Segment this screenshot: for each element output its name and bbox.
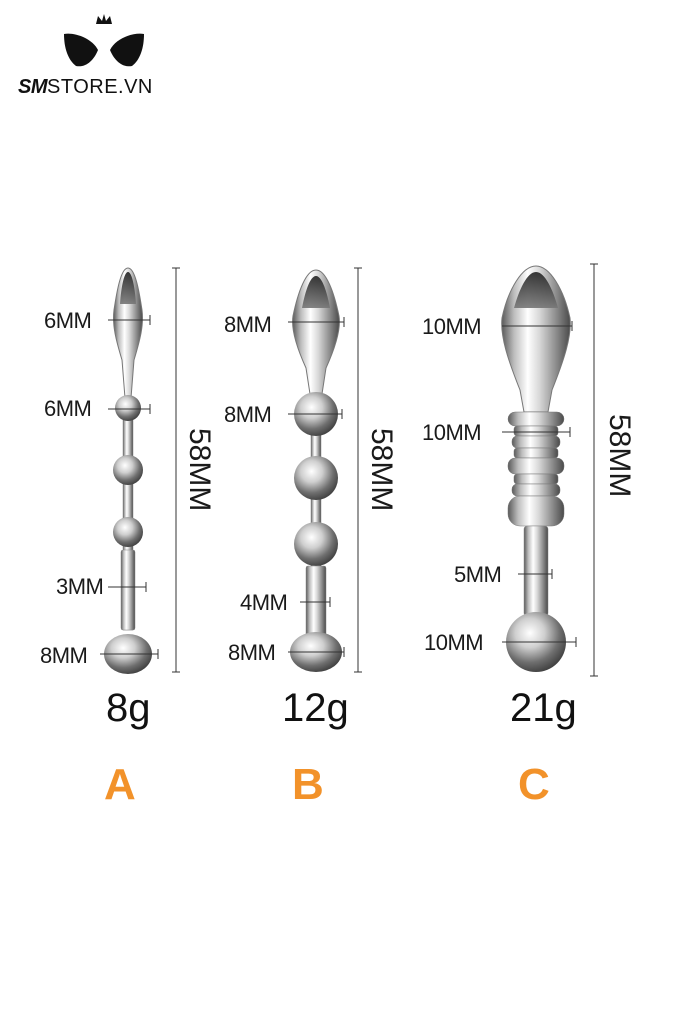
product-c-dim-3: 5MM [454,562,502,587]
product-c-dim-2: 10MM [422,420,482,445]
brand-name: SMSTORE.VN [18,76,153,99]
product-c-weight: 21g [510,686,577,730]
product-b-weight: 12g [282,686,349,730]
brand-name-bold: SM [18,76,48,98]
product-a-dim-2: 6MM [44,396,92,421]
product-c-dim-1: 10MM [422,314,482,339]
brand-name-rest: STORE.VN [47,76,153,98]
product-b-dim-2: 8MM [224,402,272,427]
product-a-dim-4: 8MM [40,643,88,668]
cat-ears-crown-icon [64,14,144,67]
product-b-dim-1: 8MM [224,312,272,337]
product-c-letter: C [518,760,550,809]
product-b-dim-4: 8MM [228,640,276,665]
product-b-dim-3: 4MM [240,590,288,615]
product-c-dim-4: 10MM [424,630,484,655]
brand-logo: SMSTORE.VN [18,14,188,98]
product-c-length: 58MM [603,414,636,498]
product-b-letter: B [292,760,324,809]
product-a-dim-1: 6MM [44,308,92,333]
product-a-dim-3: 3MM [56,574,104,599]
product-a-letter: A [104,760,136,809]
product-a-weight: 8g [106,686,151,730]
